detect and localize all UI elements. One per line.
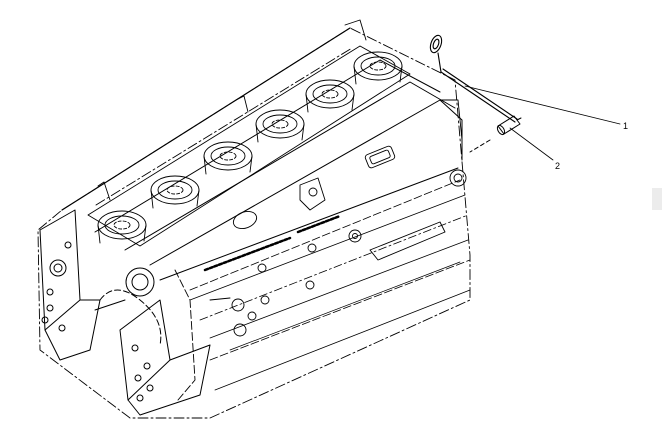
leader-line-1: [464, 85, 621, 125]
dipstick: [429, 34, 518, 123]
dipstick-tube: [469, 115, 522, 153]
leader-lines: [464, 85, 621, 161]
callout-1: 1: [623, 121, 629, 131]
callout-2: 2: [555, 161, 561, 171]
page-edge-mark: [652, 188, 662, 210]
leader-line-2: [509, 127, 554, 161]
block-outline: [37, 27, 471, 419]
front-face: [39, 209, 211, 416]
side-details: [174, 99, 467, 401]
deck-frame: [87, 19, 411, 247]
cylinder-bores: [97, 51, 403, 244]
